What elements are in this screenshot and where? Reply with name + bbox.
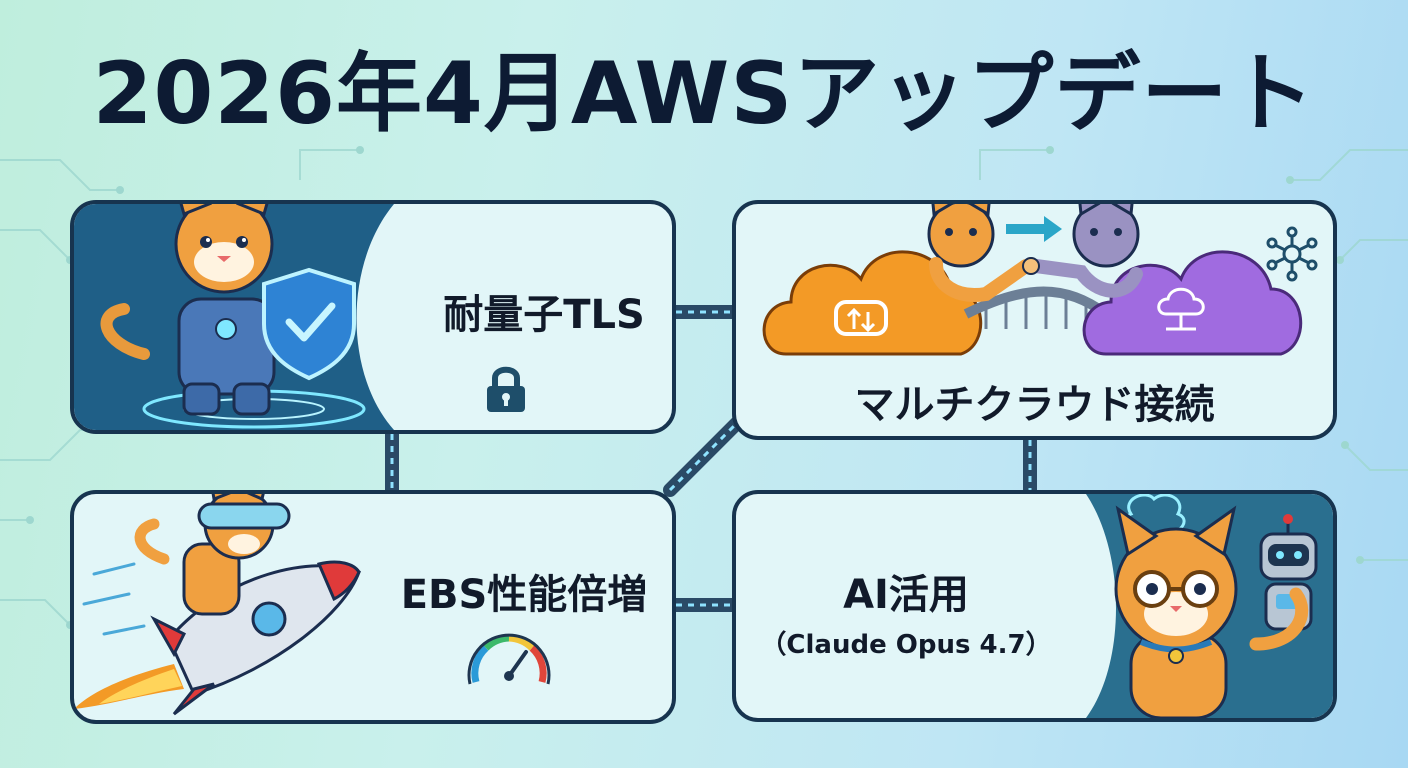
card-sublabel-ai-model: （Claude Opus 4.7） [760,630,1052,660]
cats-bridging-clouds-illustration [762,204,1303,356]
cat-armor-shield-illustration [74,204,394,430]
card-multicloud: マルチクラウド接続 [732,200,1337,440]
page-title: 2026年4月AWSアップデート [92,44,1316,144]
speedometer-icon [467,633,551,685]
padlock-icon [487,366,525,412]
card-quantum-tls: 耐量子TLS [70,200,676,434]
network-hub-icon [1266,226,1318,282]
cat-glasses-robot-illustration [1086,494,1333,718]
card-ai: AI活用 （Claude Opus 4.7） [732,490,1337,722]
card-ebs-performance: EBS性能倍増 [70,490,676,724]
card-label-quantum-tls: 耐量子TLS [443,292,645,338]
card-label-ai: AI活用 [843,572,969,618]
card-label-multicloud: マルチクラウド接続 [854,382,1215,428]
card-label-ebs-performance: EBS性能倍増 [400,572,648,618]
cat-rocket-illustration [74,494,361,716]
